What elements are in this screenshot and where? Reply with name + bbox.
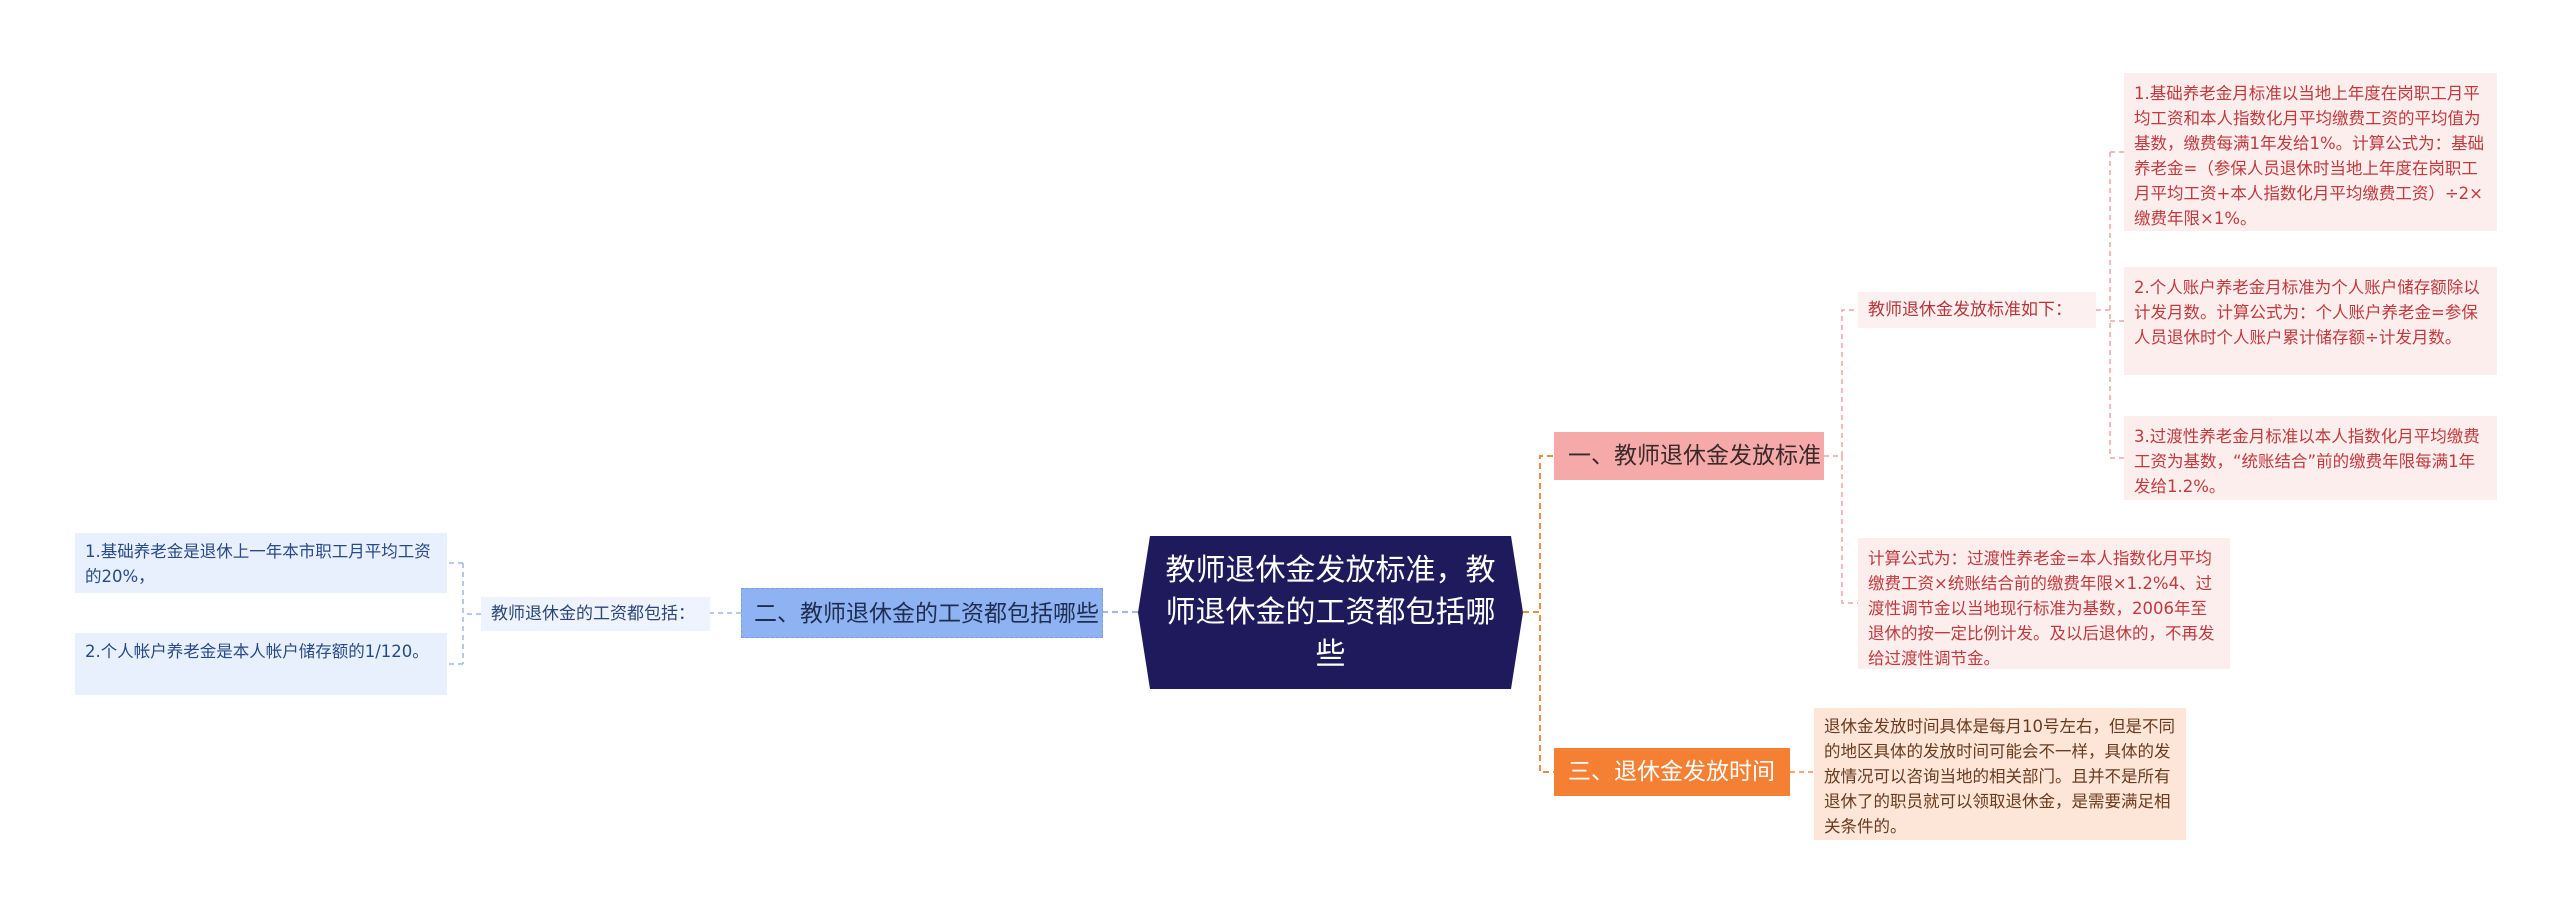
subtopic-standard-details[interactable]: 教师退休金发放标准如下： [1858,292,2096,328]
branch-pension-components[interactable]: 二、教师退休金的工资都包括哪些 [741,588,1103,638]
connector-center-branch3 [1523,611,1554,773]
connector-sub1-leaves [2096,151,2124,459]
connector-branch1-sub1 [1824,309,1858,457]
center-topic[interactable]: 教师退休金发放标准，教师退休金的工资都包括哪些 [1138,536,1523,689]
leaf-personal-account-share[interactable]: 2.个人帐户养老金是本人帐户储存额的1/120。 [75,633,447,695]
branch-pension-standard[interactable]: 一、教师退休金发放标准 [1554,432,1824,480]
subtopic-components[interactable]: 教师退休金的工资都包括： [481,597,710,631]
connector-center-branch1 [1523,455,1554,613]
connector-branch1-formula [1841,456,1858,604]
branch-payment-time[interactable]: 三、退休金发放时间 [1554,748,1790,796]
leaf-personal-account-pension[interactable]: 2.个人账户养老金月标准为个人账户储存额除以计发月数。计算公式为：个人账户养老金… [2124,267,2497,375]
leaf-basic-pension[interactable]: 1.基础养老金月标准以当地上年度在岗职工月平均工资和本人指数化月平均缴费工资的平… [2124,73,2497,231]
leaf-payment-time-detail[interactable]: 退休金发放时间具体是每月10号左右，但是不同的地区具体的发放时间可能会不一样，具… [1814,708,2186,840]
center-topic-label: 教师退休金发放标准，教师退休金的工资都包括哪些 [1165,552,1496,672]
leaf-basic-pension-share[interactable]: 1.基础养老金是退休上一年本市职工月平均工资的20%， [75,533,447,593]
leaf-transitional-pension[interactable]: 3.过渡性养老金月标准以本人指数化月平均缴费工资为基数，“统账结合”前的缴费年限… [2124,416,2497,500]
connector-sub2-leaves [447,562,481,665]
leaf-transitional-formula[interactable]: 计算公式为：过渡性养老金=本人指数化月平均缴费工资×统账结合前的缴费年限×1.2… [1858,538,2230,669]
